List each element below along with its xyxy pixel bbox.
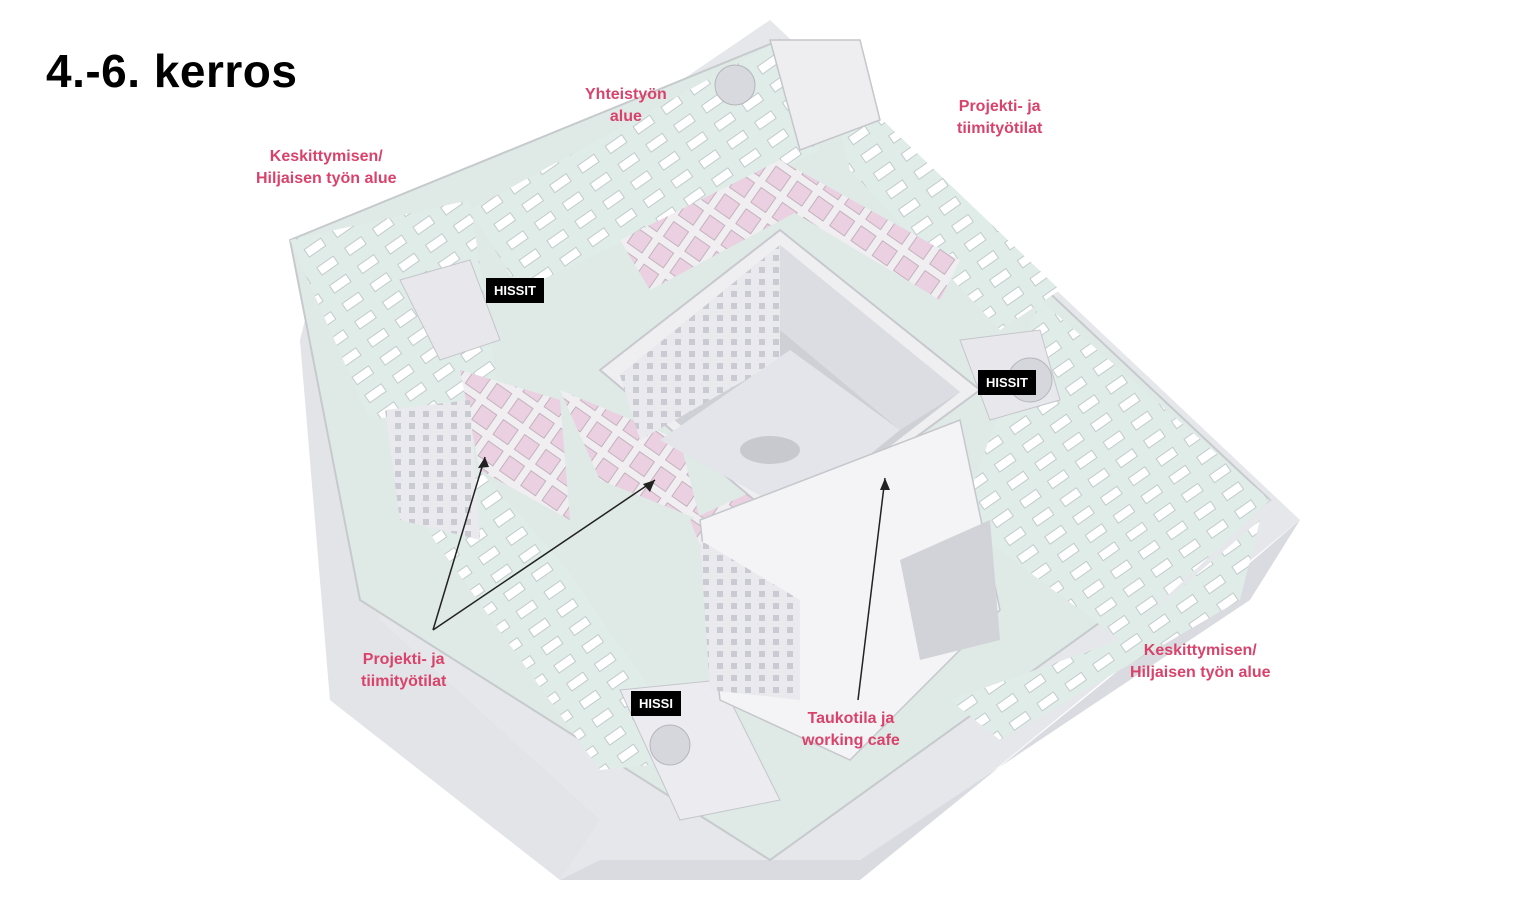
zone-label-line: Keskittymisen/	[1143, 642, 1257, 659]
zone-label-line: alue	[609, 108, 642, 125]
zone-label-collaboration: Yhteistyön alue	[585, 84, 667, 128]
zone-label-line: tiimityötilat	[957, 120, 1043, 137]
atrium-feature	[740, 436, 800, 464]
zone-label-line: Projekti- ja	[958, 98, 1041, 115]
zone-label-line: Taukotila ja	[807, 710, 895, 727]
zone-label-project-bottom-left: Projekti- ja tiimityötilat	[361, 649, 446, 693]
left-facade-strip	[385, 400, 480, 540]
outer-facade-left	[300, 300, 600, 880]
leader-line-3	[857, 477, 886, 701]
rooms-center-left	[560, 390, 700, 520]
stair-bottom	[649, 724, 691, 766]
rooms-top-right	[780, 160, 960, 300]
desks-top-right	[820, 60, 1060, 330]
tower-top	[769, 39, 881, 151]
page-title: 4.-6. kerros	[46, 45, 298, 97]
zone-label-focus-top-left: Keskittymisen/ Hiljaisen työn alue	[256, 146, 396, 190]
leader-line-2	[432, 479, 656, 631]
zone-label-break-cafe: Taukotila ja working cafe	[802, 708, 900, 752]
rooms-left	[460, 370, 570, 520]
arrowhead-2	[643, 480, 655, 492]
atrium-wall-right	[780, 245, 960, 430]
zone-label-line: working cafe	[802, 732, 900, 749]
zone-label-line: Hiljaisen työn alue	[1130, 664, 1271, 681]
arrowhead-3	[880, 478, 890, 490]
zone-label-line: tiimityötilat	[361, 673, 447, 690]
elevators-label-right: HISSIT	[978, 370, 1036, 395]
desks-top-left	[290, 200, 500, 420]
zone-label-line: Keskittymisen/	[269, 148, 383, 165]
atrium-wall-left	[620, 245, 780, 440]
zone-label-focus-bottom-right: Keskittymisen/ Hiljaisen työn alue	[1130, 640, 1270, 684]
elevator-label-bottom: HISSI	[631, 691, 681, 716]
cafe-wing-facade	[700, 540, 800, 700]
elevators-label-top-left: HISSIT	[486, 278, 544, 303]
core-left	[399, 259, 501, 361]
rooms-top	[620, 160, 800, 290]
zone-label-project-top-right: Projekti- ja tiimityötilat	[957, 96, 1042, 140]
leader-line-1	[432, 456, 486, 631]
zone-label-line: Yhteistyön	[585, 86, 667, 103]
cafe-void	[900, 520, 1000, 660]
desks-bottom-right	[950, 520, 1260, 740]
stair-top	[714, 64, 756, 106]
zone-label-line: Hiljaisen työn alue	[256, 170, 397, 187]
zone-label-line: Projekti- ja	[362, 651, 445, 668]
arrowhead-1	[478, 457, 489, 468]
